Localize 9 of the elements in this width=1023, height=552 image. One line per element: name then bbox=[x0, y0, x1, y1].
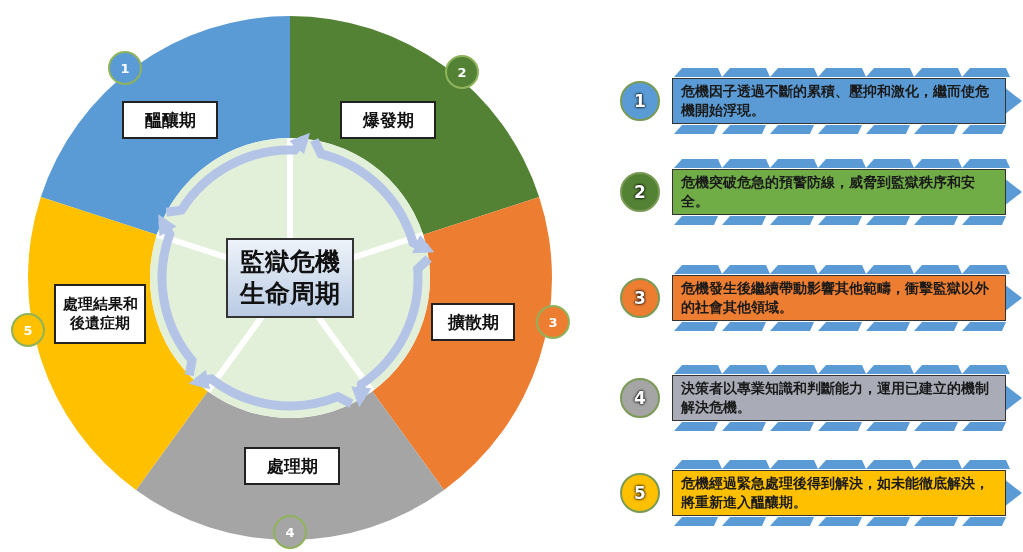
description-text: 危機發生後繼續帶動影響其他範疇，衝擊監獄以外的社會其他領域。 bbox=[672, 275, 1006, 321]
phase-label: 擴散期 bbox=[431, 303, 515, 341]
phase-label: 爆發期 bbox=[340, 101, 436, 139]
phase-label: 醞釀期 bbox=[122, 101, 218, 139]
description-text: 危機突破危急的預警防線，威脅到監獄秩序和安全。 bbox=[672, 169, 1006, 215]
phase-label: 處理結果和後遺症期 bbox=[54, 284, 146, 344]
description-text: 決策者以專業知識和判斷能力，運用已建立的機制解決危機。 bbox=[672, 375, 1006, 421]
phase-label: 處理期 bbox=[244, 447, 340, 485]
description-text: 危機經過緊急處理後得到解決，如未能徹底解決，將重新進入醞釀期。 bbox=[672, 470, 1006, 516]
